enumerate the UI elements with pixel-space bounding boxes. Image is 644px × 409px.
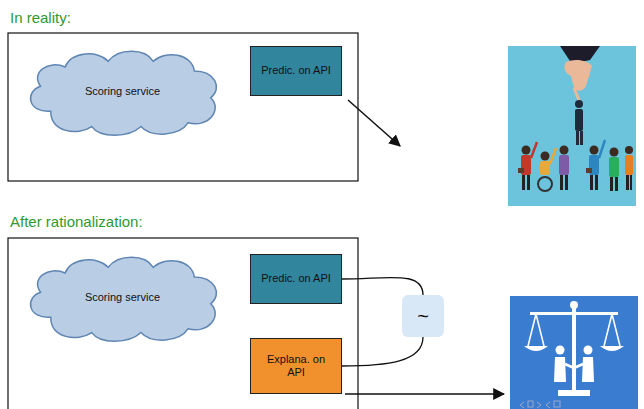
section-heading: After rationalization:: [10, 213, 143, 230]
section-heading: In reality:: [10, 9, 71, 26]
connector: [342, 337, 423, 366]
service-frame: [8, 33, 358, 181]
output-arrow: [345, 393, 504, 395]
nav-symbols: [520, 401, 560, 408]
scoring-cloud: Scoring service: [20, 44, 225, 140]
service-frame: [8, 238, 358, 409]
output-arrow: [348, 100, 400, 146]
node-label: Predic. on API: [261, 64, 331, 77]
justice-picture: [510, 296, 638, 409]
prediction-api-box: Predic. on API: [250, 46, 342, 96]
scoring-cloud: Scoring service: [20, 250, 225, 346]
node-label: Predic. on API: [261, 272, 331, 285]
connector: [342, 277, 423, 295]
node-label: Explana. on API: [257, 353, 335, 379]
similarity-box: ~: [402, 295, 444, 337]
similarity-symbol: ~: [417, 306, 429, 326]
selection-picture: [508, 46, 636, 206]
node-label: Scoring service: [85, 291, 160, 304]
explanation-api-box: Explana. on API: [250, 338, 342, 394]
node-label: Scoring service: [85, 85, 160, 98]
prediction-api-box: Predic. on API: [250, 254, 342, 304]
